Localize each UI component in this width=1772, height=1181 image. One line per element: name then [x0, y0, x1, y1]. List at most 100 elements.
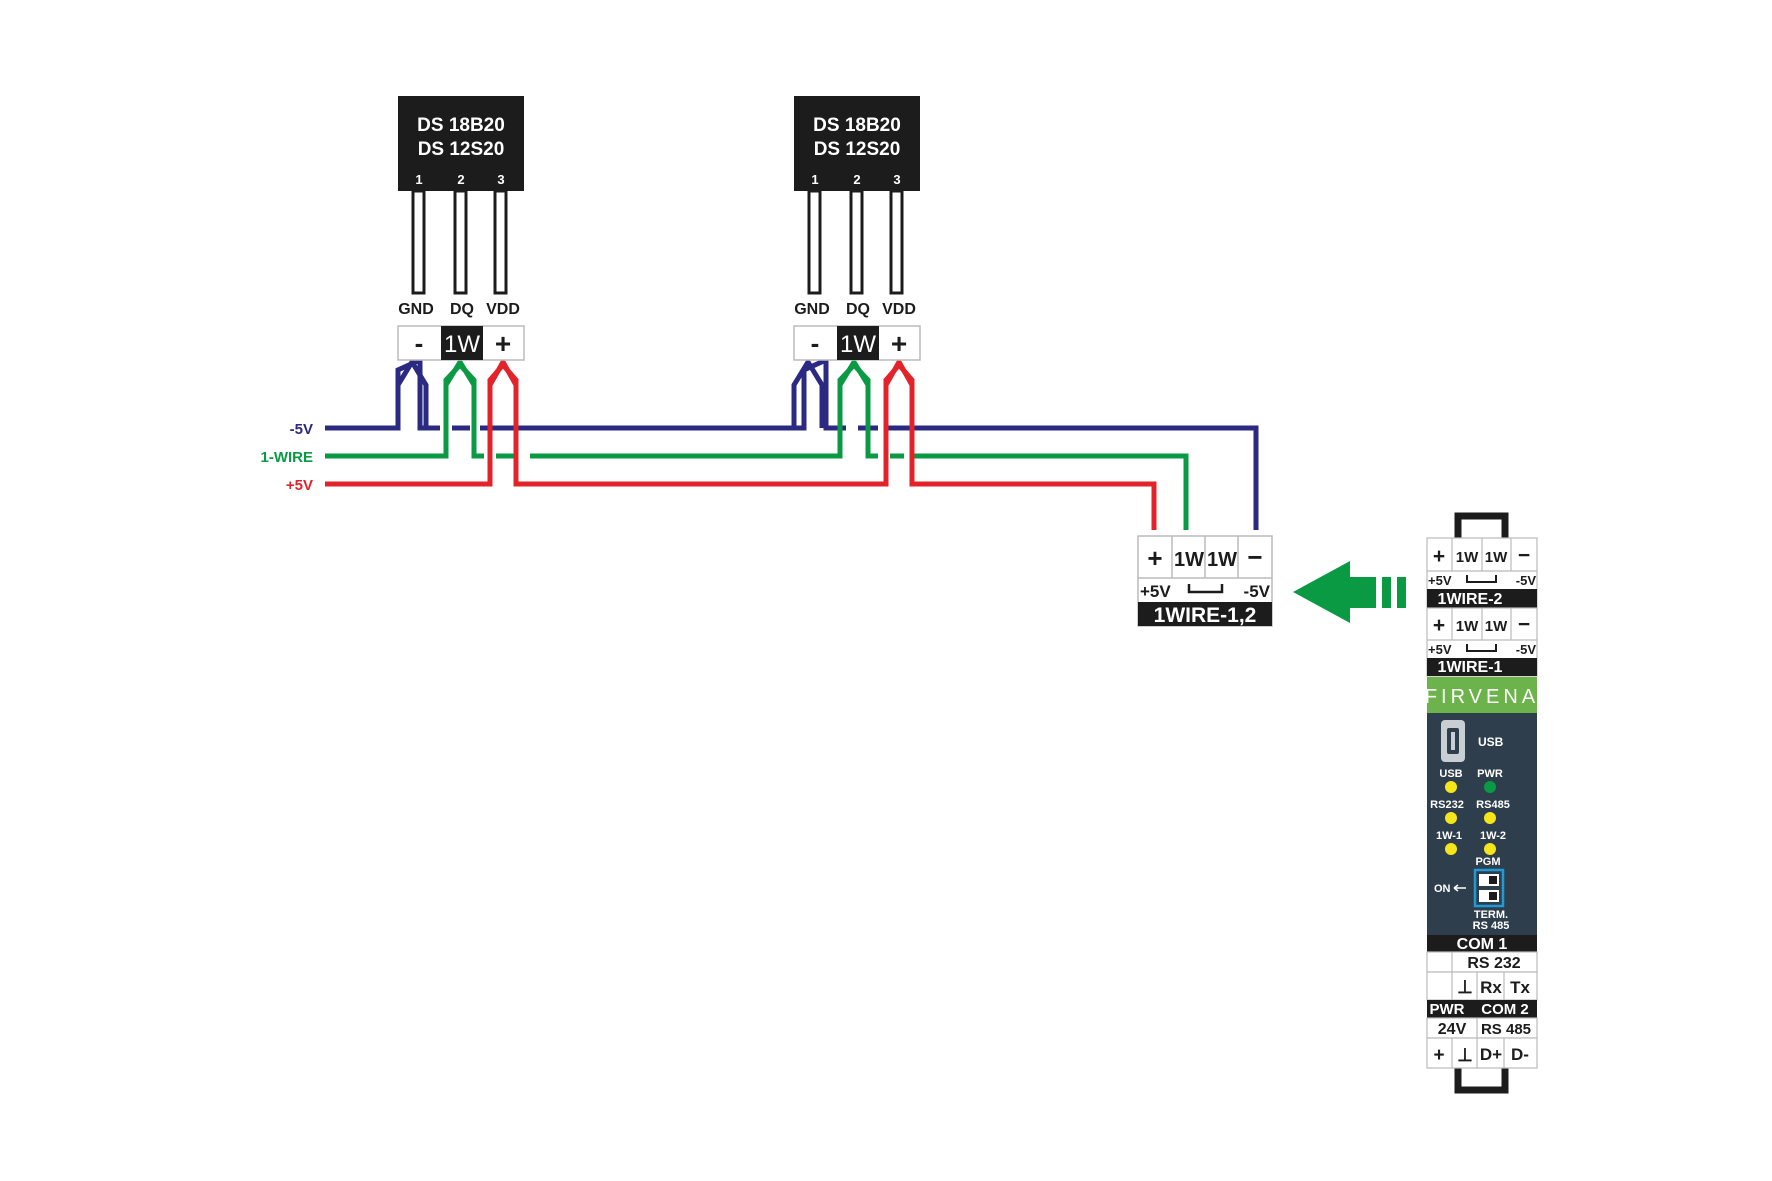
bus-line-minus5v [325, 356, 1259, 530]
port2-right-label: -5V [1516, 573, 1537, 588]
sensor-2-model-1: DS 18B20 [813, 115, 901, 136]
led-rs485 [1484, 812, 1496, 824]
pgm-label: PGM [1475, 856, 1500, 868]
connector-1wire-1-2: + 1W 1W − +5V -5V 1WIRE-1,2 [1137, 535, 1273, 627]
top-din-clip [1454, 512, 1509, 538]
sensor-1-model-2: DS 12S20 [418, 139, 505, 160]
pwr-label: PWR [1430, 1001, 1465, 1018]
arrow-icon [1293, 561, 1406, 623]
sensor-2-pin-name-vdd: VDD [882, 301, 916, 318]
connector-terminal-1w-b: 1W [1207, 549, 1237, 571]
connector-right-label: -5V [1244, 582, 1271, 601]
port2-terminal-1w-b: 1W [1485, 549, 1508, 566]
bus-label-minus5v: -5V [290, 421, 313, 438]
led-rs232 [1445, 812, 1457, 824]
bus-wires [325, 356, 1259, 530]
sensor-2-leg-1 [807, 189, 822, 295]
port1-terminal-1w-a: 1W [1456, 618, 1479, 635]
rs232-label: RS 232 [1467, 955, 1520, 972]
bus-line-1wire [325, 361, 1189, 530]
brand-logo: FIRVENA [1425, 686, 1539, 708]
on-label: ON [1434, 883, 1451, 895]
connector-bridge-symbol [1187, 584, 1224, 594]
led-pwr [1484, 781, 1496, 793]
usb-port-icon [1441, 720, 1465, 762]
port2-terminal-plus: + [1433, 545, 1445, 568]
sensor-1-terminal-1w: 1W [444, 331, 480, 358]
sensor-2-model-2: DS 12S20 [814, 139, 901, 160]
sensor-1-leg-3 [493, 189, 508, 295]
port1-name: 1WIRE-1 [1438, 659, 1503, 676]
port1-left-label: +5V [1428, 642, 1452, 657]
sensor-2-pin-name-gnd: GND [794, 301, 830, 318]
led-label-1w2: 1W-2 [1480, 830, 1506, 842]
sensor-1: DS 18B20 DS 12S20 1 2 3 GND DQ VDD - 1W … [397, 96, 525, 361]
led-label-rs232: RS232 [1430, 799, 1464, 811]
com1-terminal-rx: Rx [1480, 978, 1502, 997]
led-usb [1445, 781, 1457, 793]
sensor-1-pin-name-dq: DQ [450, 301, 474, 318]
bus-line-plus5v [325, 361, 1157, 530]
brand-bar [1427, 677, 1537, 713]
sensor-1-leg-1 [411, 189, 426, 295]
sensor-1-pin-number-3: 3 [497, 172, 504, 187]
com1-terminal-ground: ⊥ [1457, 977, 1473, 997]
led-1w2 [1484, 843, 1496, 855]
sensor-2: DS 18B20 DS 12S20 1 2 3 GND DQ VDD - 1W … [793, 96, 921, 361]
sensor-1-pin-name-gnd: GND [398, 301, 434, 318]
led-1w1 [1445, 843, 1457, 855]
sensor-2-leg-3 [889, 189, 904, 295]
sensor-2-pin-number-2: 2 [853, 172, 860, 187]
port1-terminal-minus: − [1518, 613, 1530, 636]
connector-terminal-1w-a: 1W [1174, 549, 1204, 571]
sensor-1-body [398, 96, 524, 191]
sensor-1-terminal-plus: + [495, 328, 511, 359]
sensor-2-leg-2 [849, 189, 864, 295]
sensor-1-pin-number-1: 1 [415, 172, 422, 187]
led-label-rs485: RS485 [1476, 799, 1510, 811]
port1-terminal-plus: + [1433, 614, 1445, 637]
bottom-terminal-dplus: D+ [1480, 1045, 1502, 1064]
sensor-1-terminal-minus: - [415, 328, 424, 358]
sensor-1-pin-name-vdd: VDD [486, 301, 520, 318]
rs485-label: RS 485 [1481, 1021, 1531, 1038]
port2-terminal-1w-a: 1W [1456, 549, 1479, 566]
connector-name: 1WIRE-1,2 [1154, 604, 1257, 627]
sensor-2-pin-number-1: 1 [811, 172, 818, 187]
port2-terminal-minus: − [1518, 544, 1530, 567]
bottom-terminal-ground: ⊥ [1457, 1045, 1473, 1065]
sensor-1-model-1: DS 18B20 [417, 115, 505, 136]
firvena-device: + 1W 1W − +5V -5V 1WIRE-2 + 1W 1W − +5V … [1425, 512, 1539, 1094]
port1-terminal-1w-b: 1W [1485, 618, 1508, 635]
voltage-label: 24V [1438, 1021, 1467, 1038]
term-label-1: TERM. [1474, 909, 1508, 921]
sensor-2-terminal-plus: + [891, 328, 907, 359]
sensor-2-terminal-1w: 1W [840, 331, 876, 358]
usb-port-label: USB [1478, 735, 1504, 749]
connector-terminal-minus: − [1247, 542, 1262, 572]
port2-name: 1WIRE-2 [1438, 591, 1503, 608]
sensor-2-pin-name-dq: DQ [846, 301, 870, 318]
bottom-din-clip [1454, 1068, 1509, 1094]
com1-label: COM 1 [1457, 936, 1508, 953]
on-arrow-icon [1453, 884, 1466, 892]
connector-left-label: +5V [1140, 582, 1171, 601]
sensor-1-pin-number-2: 2 [457, 172, 464, 187]
sensor-2-body [794, 96, 920, 191]
led-label-usb: USB [1439, 768, 1462, 780]
port1-right-label: -5V [1516, 642, 1537, 657]
connector-terminal-plus: + [1147, 543, 1162, 573]
term-label-2: RS 485 [1473, 920, 1510, 932]
port2-left-label: +5V [1428, 573, 1452, 588]
bottom-terminal-dminus: D- [1511, 1045, 1529, 1064]
sensor-2-terminal-minus: - [811, 328, 820, 358]
led-label-pwr: PWR [1477, 768, 1503, 780]
led-label-1w1: 1W-1 [1436, 830, 1462, 842]
com1-terminal-tx: Tx [1510, 978, 1530, 997]
bus-label-1wire: 1-WIRE [261, 449, 314, 466]
com2-label: COM 2 [1481, 1001, 1529, 1018]
dip-switch-icon [1473, 868, 1505, 908]
bus-label-plus5v: +5V [286, 477, 313, 494]
sensor-1-leg-2 [453, 189, 468, 295]
